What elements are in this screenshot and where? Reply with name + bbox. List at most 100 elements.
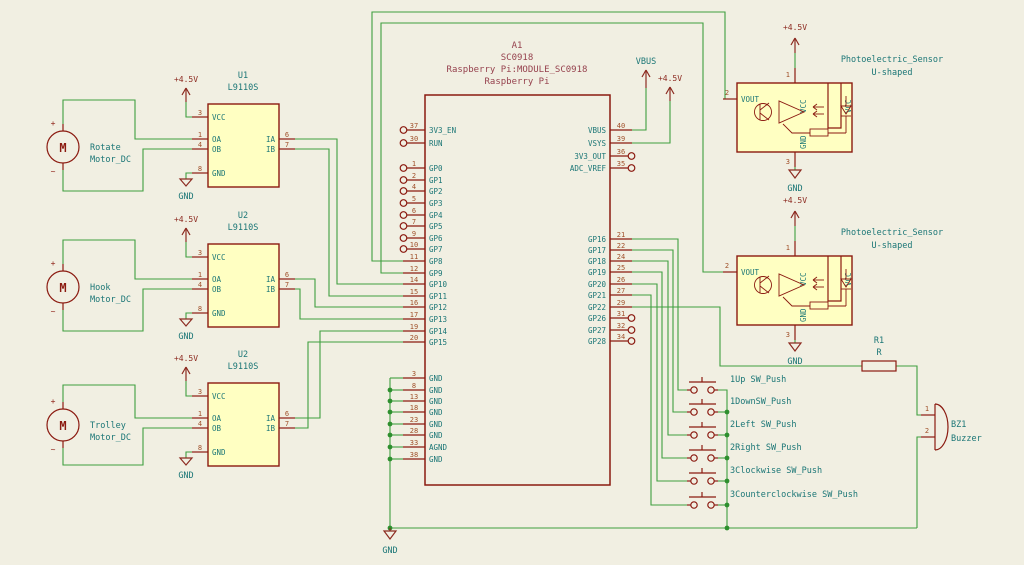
svg-text:4: 4 bbox=[198, 420, 202, 428]
power-flag-45v: +4.5V bbox=[174, 215, 198, 258]
svg-text:GND: GND bbox=[799, 308, 808, 322]
svg-text:GND: GND bbox=[429, 420, 443, 429]
svg-text:GND: GND bbox=[178, 192, 193, 202]
svg-text:GP19: GP19 bbox=[588, 268, 606, 277]
svg-text:GND: GND bbox=[429, 386, 443, 395]
svg-text:7: 7 bbox=[412, 218, 416, 226]
sensor-title: Photoelectric_Sensor bbox=[841, 228, 943, 238]
svg-text:16: 16 bbox=[410, 299, 418, 307]
svg-text:GP26: GP26 bbox=[588, 314, 607, 323]
svg-text:18: 18 bbox=[410, 404, 418, 412]
svg-text:+4.5V: +4.5V bbox=[174, 215, 198, 224]
svg-text:AGND: AGND bbox=[429, 443, 448, 452]
svg-text:1: 1 bbox=[198, 271, 202, 279]
driver-u2-trolley: U2 L9110S 3 1 4 8 VCC OA OB GND 6 7 IA I… bbox=[174, 350, 295, 481]
svg-text:GND: GND bbox=[212, 448, 226, 457]
switch-2left: 2Left SW_Push bbox=[687, 420, 797, 439]
svg-text:VCC: VCC bbox=[212, 253, 226, 262]
svg-text:GND: GND bbox=[212, 309, 226, 318]
svg-text:3: 3 bbox=[198, 109, 202, 117]
resistor-value: R bbox=[876, 348, 882, 358]
svg-text:GP17: GP17 bbox=[588, 246, 606, 255]
phototransistor-icon bbox=[754, 100, 824, 124]
switch-1up: 1Up SW_Push bbox=[687, 375, 786, 394]
svg-text:35: 35 bbox=[617, 160, 625, 168]
svg-text:GP1: GP1 bbox=[429, 176, 443, 185]
svg-text:2: 2 bbox=[412, 172, 416, 180]
svg-text:24: 24 bbox=[617, 253, 625, 261]
svg-text:IB: IB bbox=[266, 285, 276, 294]
svg-text:GP15: GP15 bbox=[429, 338, 447, 347]
svg-text:VCC: VCC bbox=[212, 392, 226, 401]
module-ref: A1 bbox=[512, 41, 523, 51]
svg-text:GP18: GP18 bbox=[588, 257, 607, 266]
svg-text:+4.5V: +4.5V bbox=[783, 23, 807, 32]
svg-text:VOUT: VOUT bbox=[741, 95, 760, 104]
gnd-symbol: GND bbox=[178, 312, 194, 342]
svg-text:7: 7 bbox=[285, 141, 289, 149]
svg-text:GP28: GP28 bbox=[588, 337, 607, 346]
svg-text:3V3_EN: 3V3_EN bbox=[429, 126, 456, 135]
svg-text:39: 39 bbox=[617, 135, 625, 143]
driver-ref: U2 bbox=[238, 211, 248, 221]
svg-text:GP20: GP20 bbox=[588, 280, 607, 289]
svg-text:30: 30 bbox=[410, 135, 418, 143]
driver-u2-hook: U2 L9110S 3 1 4 8 VCC OA OB GND 6 7 IA I… bbox=[174, 211, 295, 342]
svg-text:1: 1 bbox=[925, 405, 929, 413]
svg-text:GP4: GP4 bbox=[429, 211, 443, 220]
svg-text:1: 1 bbox=[412, 160, 416, 168]
svg-text:13: 13 bbox=[410, 393, 418, 401]
svg-text:OA: OA bbox=[212, 275, 222, 284]
wire bbox=[380, 22, 723, 274]
module-footprint: Raspberry Pi:MODULE_SC0918 bbox=[447, 65, 588, 75]
svg-text:+4.5V: +4.5V bbox=[174, 75, 198, 84]
svg-text:32: 32 bbox=[617, 322, 625, 330]
svg-text:OB: OB bbox=[212, 145, 222, 154]
sensor-title: Photoelectric_Sensor bbox=[841, 55, 943, 65]
svg-text:20: 20 bbox=[410, 334, 418, 342]
motor-value: Motor_DC bbox=[90, 155, 131, 165]
svg-text:+4.5V: +4.5V bbox=[658, 74, 682, 83]
motor-name: Rotate bbox=[90, 143, 121, 153]
svg-text:GND: GND bbox=[212, 169, 226, 178]
svg-text:2: 2 bbox=[925, 427, 929, 435]
switch-label: 3Counterclockwise SW_Push bbox=[730, 490, 858, 500]
svg-text:3V3_OUT: 3V3_OUT bbox=[574, 152, 606, 161]
svg-text:GND: GND bbox=[787, 357, 802, 367]
driver-value: L9110S bbox=[228, 223, 259, 233]
svg-text:4: 4 bbox=[198, 141, 202, 149]
svg-text:GP9: GP9 bbox=[429, 269, 443, 278]
svg-text:14: 14 bbox=[410, 276, 418, 284]
svg-text:36: 36 bbox=[617, 148, 625, 156]
svg-text:GND: GND bbox=[429, 397, 443, 406]
svg-text:VBUS: VBUS bbox=[588, 126, 607, 135]
svg-text:VSYS: VSYS bbox=[588, 139, 607, 148]
switch-3clockwise: 3Clockwise SW_Push bbox=[687, 466, 822, 485]
svg-text:GND: GND bbox=[799, 135, 808, 149]
svg-text:OA: OA bbox=[212, 414, 222, 423]
switch-label: 2Right SW_Push bbox=[730, 443, 802, 453]
gnd-symbol-bottom: GND bbox=[382, 528, 398, 556]
svg-text:28: 28 bbox=[410, 427, 418, 435]
u-notch bbox=[827, 256, 842, 302]
motor-hook: M + ~ Hook Motor_DC bbox=[46, 239, 192, 332]
svg-text:IB: IB bbox=[266, 424, 276, 433]
svg-text:RUN: RUN bbox=[429, 139, 443, 148]
motor-value: Motor_DC bbox=[90, 295, 131, 305]
power-flag-45v-right: +4.5V bbox=[658, 74, 682, 101]
svg-text:OB: OB bbox=[212, 285, 222, 294]
junction-dots bbox=[387, 387, 730, 531]
svg-text:6: 6 bbox=[285, 410, 289, 418]
svg-text:GP27: GP27 bbox=[588, 326, 606, 335]
svg-text:6: 6 bbox=[412, 207, 416, 215]
led-emitter-icon bbox=[782, 269, 852, 310]
svg-text:2: 2 bbox=[725, 262, 729, 270]
svg-text:GP14: GP14 bbox=[429, 327, 448, 336]
svg-text:21: 21 bbox=[617, 231, 625, 239]
gnd-label: GND bbox=[382, 546, 397, 556]
svg-text:7: 7 bbox=[285, 420, 289, 428]
svg-text:GND: GND bbox=[178, 471, 193, 481]
power-flag-vbus: VBUS bbox=[636, 57, 656, 88]
